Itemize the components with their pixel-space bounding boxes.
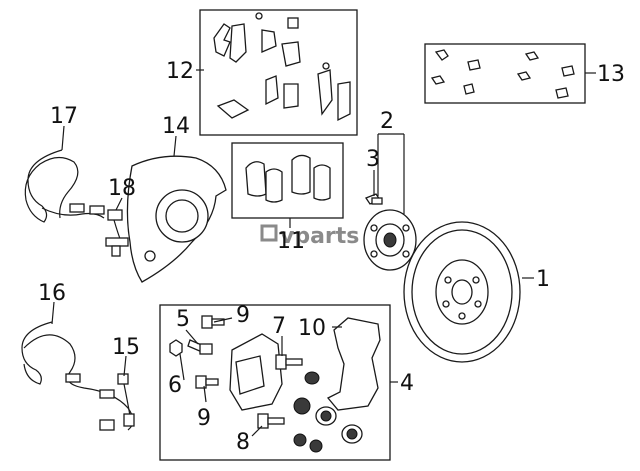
- callout-1[interactable]: 1: [536, 267, 550, 292]
- hardware-clip-icon: [213, 12, 351, 122]
- callout-9-lower[interactable]: 9: [197, 406, 211, 431]
- splash-shield-icon: [126, 155, 227, 283]
- brake-rotor-icon: [403, 221, 521, 363]
- callout-11[interactable]: 11: [277, 229, 305, 254]
- brake-pads-box: [231, 142, 344, 219]
- abs-wheel-speed-sensor-icon: [105, 209, 129, 257]
- caliper-bracket-icon: [326, 317, 381, 411]
- callout-4[interactable]: 4: [400, 371, 414, 396]
- callout-12[interactable]: 12: [166, 59, 194, 84]
- callout-13[interactable]: 13: [597, 62, 625, 87]
- watermark-text: vparts: [280, 224, 359, 249]
- hardware-kit-group: [199, 9, 358, 136]
- clip-icon: [430, 49, 575, 99]
- callout-9-upper[interactable]: 9: [236, 303, 250, 328]
- hardware-kit-box: [199, 9, 358, 136]
- caliper-bolt-icon: [195, 315, 225, 389]
- callout-6[interactable]: 6: [168, 373, 182, 398]
- caliper-kit-group: [159, 304, 391, 461]
- brake-pad-icon: [245, 154, 331, 203]
- caliper-body-icon: [229, 333, 283, 411]
- callout-10[interactable]: 10: [298, 316, 326, 341]
- watermark-logo-icon: [260, 224, 278, 242]
- hub-assembly-icon: [363, 209, 417, 271]
- brake-pads-group: [231, 142, 344, 219]
- bleeder-cap-icon: [169, 339, 183, 357]
- callout-15[interactable]: 15: [112, 335, 140, 360]
- guide-pin-boot-icon: [293, 371, 363, 453]
- callout-18[interactable]: 18: [108, 176, 136, 201]
- callout-14[interactable]: 14: [162, 114, 190, 139]
- callout-5[interactable]: 5: [176, 307, 190, 332]
- callout-17[interactable]: 17: [50, 104, 78, 129]
- callout-3[interactable]: 3: [366, 147, 380, 172]
- guide-pin-icon: [257, 354, 303, 429]
- callout-8[interactable]: 8: [236, 430, 250, 455]
- callouts: 1 2 3 4 5 6 7 8 9 9 10 11 12 13 14 15 16…: [38, 59, 625, 455]
- hub-bolt-icon: [365, 193, 383, 205]
- leader-lines: [51, 69, 596, 437]
- callout-2[interactable]: 2: [380, 109, 394, 134]
- callout-16[interactable]: 16: [38, 281, 66, 306]
- watermark: vparts: [260, 224, 359, 249]
- clip-kit-group: [424, 43, 586, 104]
- abs-harness-upper-icon: [24, 149, 105, 223]
- callout-7[interactable]: 7: [272, 314, 286, 339]
- bleeder-screw-icon: [187, 339, 213, 355]
- brake-hose-icon: [117, 373, 135, 427]
